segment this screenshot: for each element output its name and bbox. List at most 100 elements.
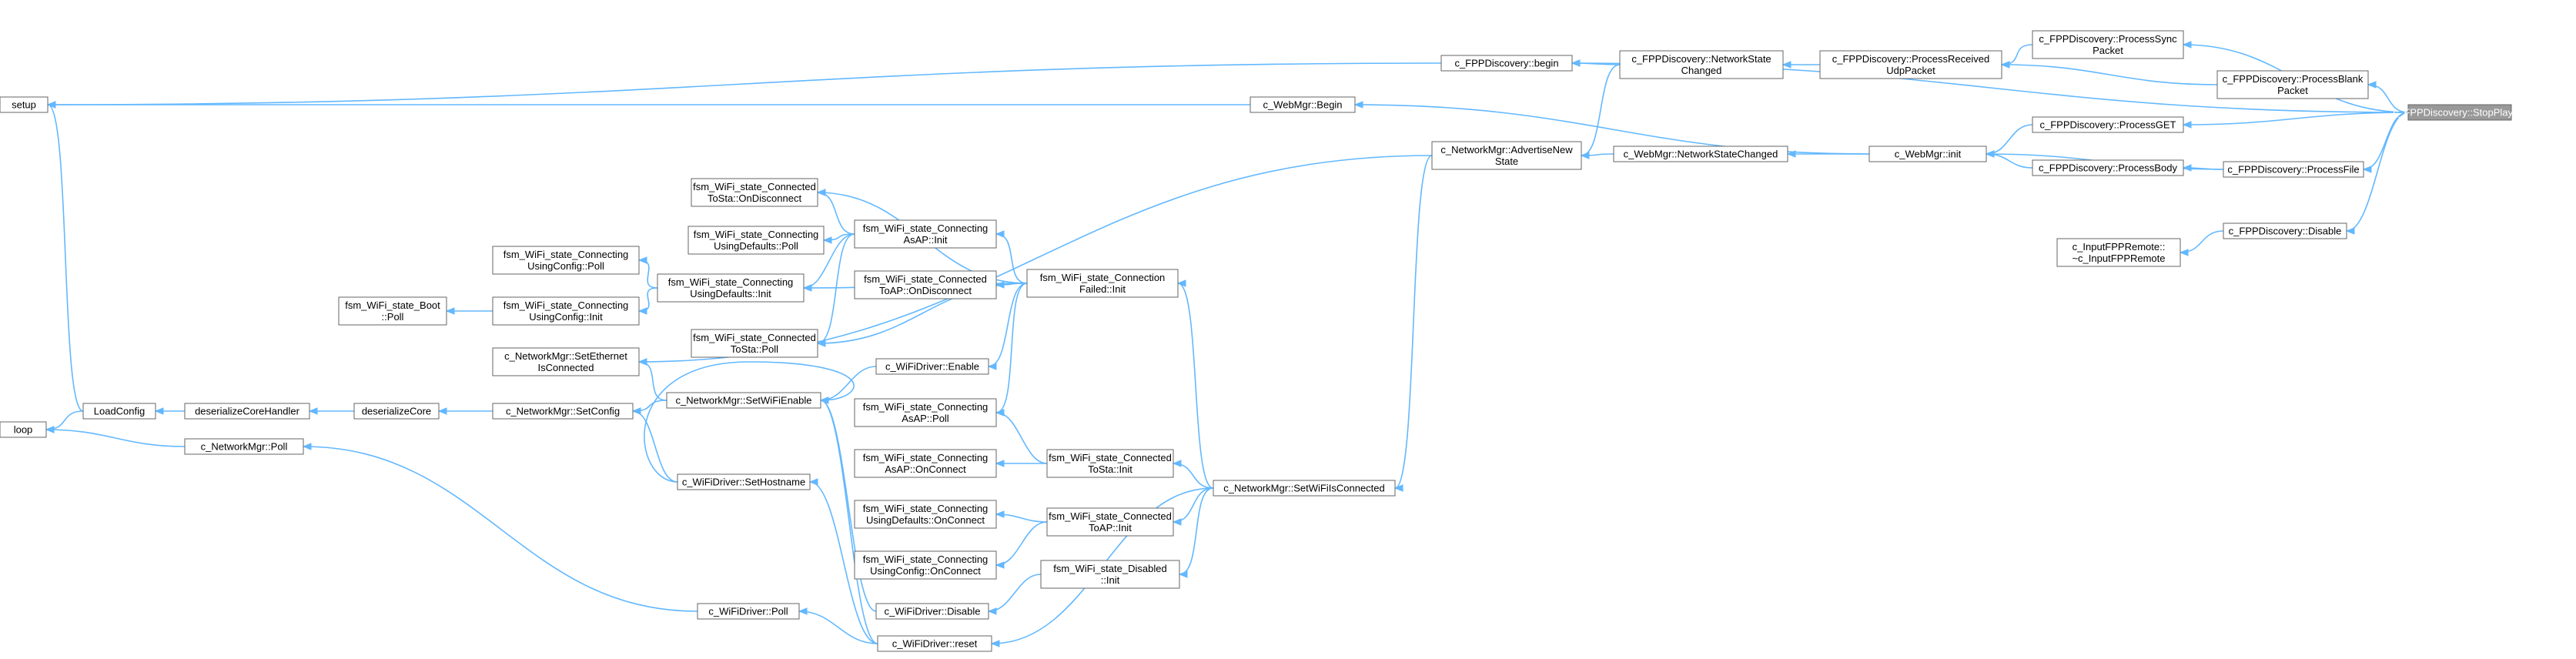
node-label: LoadConfig bbox=[94, 406, 146, 417]
graph-node-disable-fpp[interactable]: c_FPPDiscovery::Disable bbox=[2223, 222, 2347, 239]
arrowhead bbox=[1781, 61, 1791, 69]
node-box bbox=[875, 603, 989, 620]
edge-sethostname-to-wifidriver-reset bbox=[808, 478, 878, 644]
node-label: ToAP::Init bbox=[1089, 522, 1132, 534]
node-label: c_FPPDiscovery::begin bbox=[1454, 58, 1558, 69]
edge-processblank-to-stopplaying bbox=[2367, 81, 2409, 113]
graph-node-webmgr-begin[interactable]: c_WebMgr::Begin bbox=[1250, 96, 1356, 113]
graph-node-processbody[interactable]: c_FPPDiscovery::ProcessBody bbox=[2032, 159, 2184, 176]
graph-node-deserializecorehandler[interactable]: deserializeCoreHandler bbox=[184, 403, 310, 420]
graph-node-usingdefaults-init[interactable]: fsm_WiFi_state_ConnectingUsingDefaults::… bbox=[657, 273, 805, 303]
node-box bbox=[82, 403, 156, 420]
node-label: setup bbox=[12, 99, 36, 111]
node-box bbox=[657, 273, 805, 303]
edge-boot-poll-to-usingconfig-init bbox=[445, 307, 493, 315]
node-box bbox=[854, 449, 997, 478]
node-box bbox=[1431, 141, 1582, 170]
graph-node-setconfig[interactable]: c_NetworkMgr::SetConfig bbox=[492, 403, 634, 420]
edge-networkmgr-poll-to-wifidriver-poll bbox=[302, 443, 698, 612]
edge-setconfig-to-sethostname bbox=[631, 407, 678, 483]
edge-asap-init-to-connfailed bbox=[995, 230, 1028, 284]
graph-node-wifidriver-enable[interactable]: c_WiFiDriver::Enable bbox=[875, 358, 989, 375]
node-box bbox=[2407, 104, 2512, 121]
graph-node-networkmgr-poll[interactable]: c_NetworkMgr::Poll bbox=[184, 438, 304, 455]
graph-node-fpp-begin[interactable]: c_FPPDiscovery::begin bbox=[1440, 55, 1573, 72]
graph-node-processget[interactable]: c_FPPDiscovery::ProcessGET bbox=[2032, 116, 2184, 133]
graph-node-loop[interactable]: loop bbox=[0, 421, 47, 438]
node-label: c_FPPDiscovery::ProcessBody bbox=[2039, 162, 2177, 174]
edge-usingconfig-poll-to-usingdefaults-init bbox=[637, 256, 658, 289]
graph-node-wifidriver-reset[interactable]: c_WiFiDriver::reset bbox=[877, 635, 992, 652]
edge-loadconfig-to-deserializecorehandler bbox=[154, 407, 186, 415]
edge-wifidriver-disable-to-disabled-init bbox=[987, 574, 1042, 615]
arrowhead bbox=[987, 363, 997, 370]
edge-setwifienable-to-wifidriver-enable bbox=[819, 366, 877, 404]
graph-node-networkstatechanged-fpp[interactable]: c_FPPDiscovery::NetworkStateChanged bbox=[1619, 50, 1784, 79]
graph-node-tosta-ondisconnect[interactable]: fsm_WiFi_state_ConnectedToSta::OnDisconn… bbox=[691, 178, 818, 207]
arrowhead bbox=[308, 407, 318, 415]
node-label: c_WebMgr::init bbox=[1895, 149, 1962, 160]
graph-node-usingconfig-poll[interactable]: fsm_WiFi_state_ConnectingUsingConfig::Po… bbox=[492, 246, 640, 275]
graph-node-loadconfig[interactable]: LoadConfig bbox=[82, 403, 156, 420]
node-label: ToSta::Init bbox=[1088, 463, 1132, 475]
node-label: fsm_WiFi_state_Connecting bbox=[503, 299, 629, 311]
graph-node-usingdefaults-onconnect[interactable]: fsm_WiFi_state_ConnectingUsingDefaults::… bbox=[854, 500, 997, 529]
node-box bbox=[2223, 161, 2364, 178]
graph-node-deserializecore[interactable]: deserializeCore bbox=[353, 403, 440, 420]
node-label: c_FPPDiscovery::ProcessGET bbox=[2040, 119, 2176, 131]
arrowhead bbox=[995, 230, 1005, 238]
edge-setwifienable-to-sethostname bbox=[644, 361, 855, 483]
node-label: fsm_WiFi_state_Connecting bbox=[863, 401, 989, 413]
graph-node-usingconfig-init[interactable]: fsm_WiFi_state_ConnectingUsingConfig::In… bbox=[492, 296, 640, 326]
graph-node-boot-poll[interactable]: fsm_WiFi_state_Boot::Poll bbox=[338, 296, 447, 326]
edge-connected-toap-init-to-setwifi-connected bbox=[1172, 487, 1214, 526]
graph-node-webmgr-nsc[interactable]: c_WebMgr::NetworkStateChanged bbox=[1613, 146, 1788, 162]
edge-layer bbox=[45, 41, 2409, 647]
graph-node-wifidriver-disable[interactable]: c_WiFiDriver::Disable bbox=[875, 603, 989, 620]
node-label: AsAP::Init bbox=[903, 234, 947, 246]
node-box bbox=[184, 403, 310, 420]
graph-node-setwifi-connected[interactable]: c_NetworkMgr::SetWiFiIsConnected bbox=[1213, 480, 1396, 497]
node-label: ToAP::OnDisconnect bbox=[879, 285, 972, 296]
arrowhead bbox=[1176, 279, 1186, 287]
graph-node-webmgr-init[interactable]: c_WebMgr::init bbox=[1868, 146, 1987, 162]
graph-node-sethostname[interactable]: c_WiFiDriver::SetHostname bbox=[677, 473, 811, 490]
graph-node-usingconfig-onconnect[interactable]: fsm_WiFi_state_ConnectingUsingConfig::On… bbox=[854, 550, 997, 580]
node-box bbox=[2032, 116, 2184, 133]
graph-node-wifidriver-poll[interactable]: c_WiFiDriver::Poll bbox=[697, 603, 800, 620]
node-label: c_InputFPPRemote:: bbox=[2073, 241, 2166, 253]
edge-processreceived-to-processblank bbox=[2000, 61, 2218, 85]
node-box bbox=[353, 403, 440, 420]
graph-node-usingdefaults-poll[interactable]: fsm_WiFi_state_ConnectingUsingDefaults::… bbox=[687, 226, 825, 255]
graph-node-stopplaying[interactable]: c_FPPDiscovery::StopPlaying bbox=[2394, 104, 2527, 121]
graph-node-toap-ondisconnect[interactable]: fsm_WiFi_state_ConnectedToAP::OnDisconne… bbox=[854, 270, 997, 299]
edge-usingdefaults-onconnect-to-connected-toap-init bbox=[995, 510, 1048, 523]
graph-node-inputfppremote[interactable]: c_InputFPPRemote::~c_InputFPPRemote bbox=[2056, 238, 2181, 267]
graph-node-disabled-init[interactable]: fsm_WiFi_state_Disabled::Init bbox=[1040, 560, 1180, 589]
arrowhead bbox=[2000, 61, 2010, 69]
arrowhead bbox=[302, 443, 312, 450]
node-box bbox=[1250, 96, 1356, 113]
edge-wifidriver-enable-to-connfailed bbox=[987, 283, 1028, 370]
node-label: fsm_WiFi_state_Connected bbox=[693, 181, 816, 192]
node-box bbox=[2216, 70, 2369, 99]
graph-node-setup[interactable]: setup bbox=[0, 96, 49, 113]
node-box bbox=[2223, 222, 2347, 239]
arrowhead bbox=[46, 101, 56, 109]
graph-node-setwifienable[interactable]: c_NetworkMgr::SetWiFiEnable bbox=[666, 392, 821, 409]
node-box bbox=[854, 550, 997, 580]
edge-deserializecore-to-setconfig bbox=[437, 407, 493, 415]
graph-node-processfile[interactable]: c_FPPDiscovery::ProcessFile bbox=[2223, 161, 2364, 178]
